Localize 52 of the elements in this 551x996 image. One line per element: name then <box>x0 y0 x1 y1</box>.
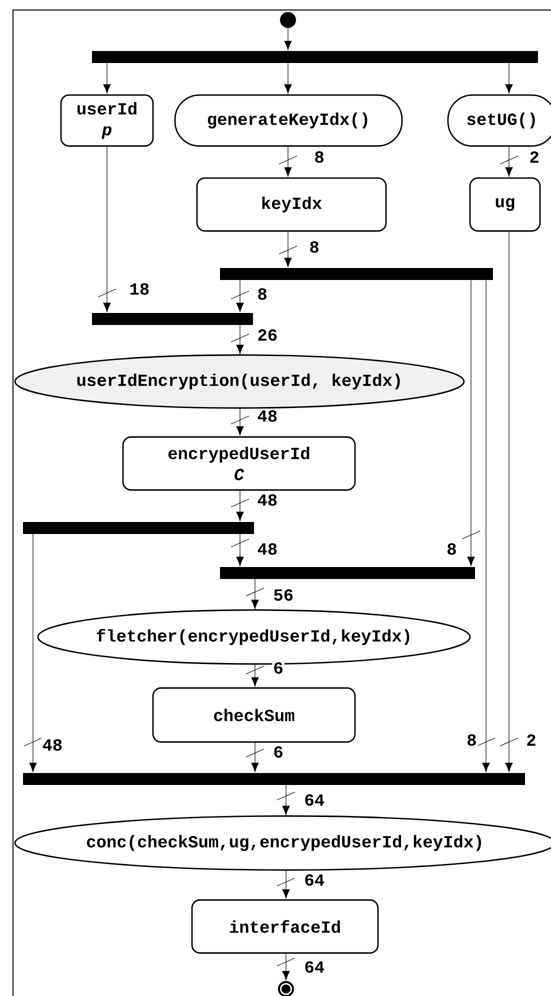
state-box: keyIdx <box>196 177 387 232</box>
arrow <box>276 953 296 980</box>
arrow <box>476 280 496 772</box>
action-box: generateKeyIdx() <box>174 94 403 147</box>
edge-label: 6 <box>272 745 284 759</box>
arrow <box>276 870 296 898</box>
arrow <box>230 534 250 566</box>
edge-label: 48 <box>256 493 279 507</box>
edge-label: 2 <box>528 150 540 164</box>
edge-label: 64 <box>303 793 326 807</box>
arrow <box>230 490 250 521</box>
state-box: ug <box>469 177 541 232</box>
end-dot <box>278 981 294 996</box>
arrow <box>246 742 264 772</box>
edge-label: 8 <box>446 542 458 556</box>
start-dot <box>280 12 296 28</box>
arrow <box>276 784 296 815</box>
edge-label: 26 <box>256 328 279 342</box>
arrow <box>24 534 42 772</box>
edge-label: 8 <box>256 287 268 301</box>
arrow <box>500 231 518 772</box>
edge-label: 2 <box>525 733 538 747</box>
arrow <box>505 62 513 94</box>
arrow <box>246 578 264 609</box>
arrow <box>230 280 250 312</box>
arrow <box>284 28 292 50</box>
edge-label: 8 <box>466 733 478 747</box>
state-box: interfaceId <box>191 899 379 954</box>
edge-label: 8 <box>308 240 320 254</box>
edge-label: 56 <box>272 588 295 602</box>
edge-label: 48 <box>256 409 279 423</box>
arrow <box>500 146 518 176</box>
state-box: encrypedUserId C <box>122 436 356 491</box>
edge-label: 48 <box>41 738 64 752</box>
action-box: setUG() <box>447 94 551 147</box>
edge-label: 6 <box>272 661 284 675</box>
arrow <box>284 62 292 94</box>
edge-label: 8 <box>313 150 326 164</box>
edge-label: 18 <box>128 282 151 296</box>
edge-label: 64 <box>303 873 326 887</box>
edge-label: 64 <box>303 960 326 974</box>
state-box: userId p <box>60 94 154 147</box>
arrow <box>462 280 480 566</box>
arrow <box>246 664 264 686</box>
state-box: checkSum <box>152 687 356 743</box>
arrow <box>98 146 116 312</box>
arrow <box>278 146 298 176</box>
arrow <box>278 231 298 267</box>
arrow <box>230 408 250 436</box>
edge-label: 48 <box>256 542 279 556</box>
arrow <box>103 62 111 94</box>
arrow <box>230 324 250 354</box>
